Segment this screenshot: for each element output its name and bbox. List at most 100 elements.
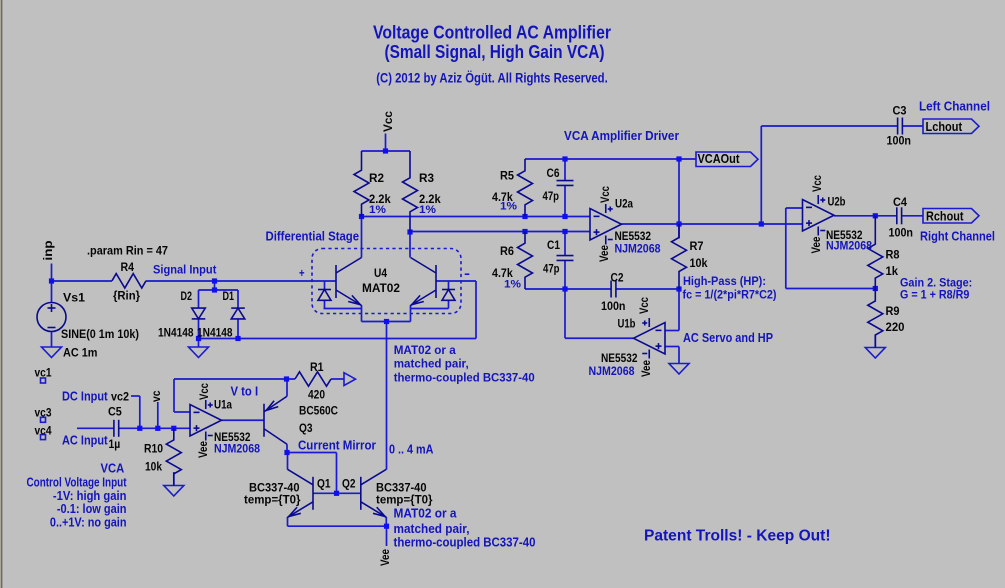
- svg-text:D1: D1: [223, 289, 235, 303]
- svg-text:U1b: U1b: [618, 317, 636, 331]
- svg-text:10k: 10k: [145, 460, 162, 474]
- svg-text:BC337-40: BC337-40: [249, 481, 300, 495]
- svg-text:U4: U4: [374, 266, 387, 280]
- svg-text:100n: 100n: [889, 226, 914, 240]
- svg-text:AC Servo and HP: AC Servo and HP: [683, 330, 773, 345]
- svg-text:AC Input: AC Input: [62, 434, 108, 448]
- svg-text:100n: 100n: [601, 299, 626, 313]
- svg-text:47p: 47p: [543, 262, 560, 276]
- svg-text:+: +: [299, 266, 305, 280]
- svg-text:47p: 47p: [543, 189, 560, 203]
- svg-text:NJM2068: NJM2068: [826, 239, 872, 253]
- svg-text:R1: R1: [310, 360, 324, 374]
- svg-text:Vcc: Vcc: [381, 111, 395, 132]
- svg-text:Rchout: Rchout: [926, 208, 964, 223]
- svg-text:D2: D2: [181, 289, 193, 303]
- svg-text:MAT02 or a: MAT02 or a: [394, 343, 456, 357]
- svg-text:Current Mirror: Current Mirror: [298, 439, 376, 453]
- svg-text:vc1: vc1: [35, 366, 52, 380]
- svg-text:4.7k: 4.7k: [492, 190, 513, 204]
- svg-text:2.2k: 2.2k: [369, 192, 391, 206]
- svg-text:thermo-coupled BC337-40: thermo-coupled BC337-40: [394, 536, 536, 550]
- svg-text:C2: C2: [611, 271, 624, 285]
- svg-text:temp={T0}: temp={T0}: [376, 493, 433, 507]
- svg-text:Vee: Vee: [196, 441, 210, 458]
- svg-text:0 .. 4 mA: 0 .. 4 mA: [389, 443, 434, 457]
- svg-text:matched pair,: matched pair,: [394, 522, 470, 536]
- svg-text:1k: 1k: [886, 264, 899, 278]
- svg-text:-1V: high gain: -1V: high gain: [53, 488, 127, 503]
- svg-text:Q2: Q2: [342, 477, 356, 491]
- svg-text:1%: 1%: [369, 204, 386, 216]
- svg-text:Control Voltage Input: Control Voltage Input: [27, 475, 128, 490]
- svg-text:Vcc: Vcc: [197, 383, 211, 400]
- svg-text:vc3: vc3: [35, 406, 52, 420]
- svg-text:Vcc: Vcc: [810, 175, 824, 192]
- svg-text:C6: C6: [547, 166, 560, 180]
- svg-text:temp={T0}: temp={T0}: [244, 493, 301, 507]
- svg-text:Vee: Vee: [597, 245, 611, 262]
- svg-text:(Small Signal, High Gain VCA): (Small Signal, High Gain VCA): [385, 41, 605, 62]
- svg-text:R7: R7: [690, 239, 704, 253]
- svg-text:-: -: [464, 266, 470, 281]
- svg-text:1N4148: 1N4148: [158, 326, 194, 340]
- svg-text:0..+1V: no gain: 0..+1V: no gain: [50, 515, 127, 530]
- svg-text:VCA Amplifier Driver: VCA Amplifier Driver: [564, 129, 679, 143]
- svg-text:R8: R8: [886, 248, 900, 262]
- svg-text:NE5532: NE5532: [214, 430, 251, 444]
- svg-text:High-Pass (HP):: High-Pass (HP):: [683, 274, 766, 288]
- svg-text:1N4148: 1N4148: [197, 326, 233, 340]
- svg-text:VCA: VCA: [101, 461, 125, 476]
- svg-text:inp: inp: [41, 241, 55, 261]
- svg-text:BC337-40: BC337-40: [376, 481, 427, 495]
- svg-text:NJM2068: NJM2068: [589, 364, 635, 378]
- svg-text:AC 1m: AC 1m: [63, 346, 98, 360]
- svg-text:Vee: Vee: [639, 360, 653, 377]
- svg-text:thermo-coupled BC337-40: thermo-coupled BC337-40: [394, 371, 535, 385]
- svg-text:Vee: Vee: [378, 549, 392, 566]
- svg-text:R5: R5: [500, 169, 514, 183]
- svg-text:NE5532: NE5532: [615, 229, 652, 243]
- svg-text:Q1: Q1: [317, 477, 331, 491]
- svg-text:C1: C1: [547, 238, 560, 252]
- svg-text:SINE(0 1m 10k): SINE(0 1m 10k): [61, 327, 139, 341]
- svg-text:BC560C: BC560C: [299, 404, 338, 418]
- svg-text:Vcc: Vcc: [637, 297, 651, 314]
- svg-text:R10: R10: [144, 442, 163, 456]
- svg-text:MAT02: MAT02: [362, 281, 400, 295]
- svg-text:Vs1: Vs1: [63, 291, 85, 305]
- svg-text:VCAOut: VCAOut: [698, 151, 741, 166]
- svg-text:1%: 1%: [500, 201, 517, 213]
- svg-text:-0.1: low gain: -0.1: low gain: [57, 501, 127, 516]
- svg-text:1%: 1%: [504, 279, 521, 291]
- svg-text:1%: 1%: [419, 204, 436, 216]
- svg-text:220: 220: [886, 320, 905, 334]
- svg-text:2.2k: 2.2k: [419, 192, 441, 206]
- svg-text:NJM2068: NJM2068: [615, 242, 661, 256]
- svg-text:vc: vc: [149, 390, 163, 402]
- svg-text:420: 420: [308, 388, 325, 402]
- svg-text:10k: 10k: [690, 256, 708, 270]
- svg-text:NE5532: NE5532: [826, 228, 863, 242]
- svg-text:R3: R3: [419, 171, 434, 185]
- svg-text:R9: R9: [886, 304, 900, 318]
- svg-text:R4: R4: [121, 260, 135, 274]
- svg-text:V to I: V to I: [231, 385, 259, 399]
- svg-text:Differential Stage: Differential Stage: [266, 230, 360, 244]
- svg-text:1µ: 1µ: [109, 437, 121, 451]
- svg-text:G = 1 + R8/R9: G = 1 + R8/R9: [900, 288, 970, 302]
- svg-text:Gain 2. Stage:: Gain 2. Stage:: [900, 276, 972, 290]
- svg-text:NJM2068: NJM2068: [214, 442, 260, 456]
- svg-text:{Rin}: {Rin}: [113, 289, 140, 303]
- svg-text:Right Channel: Right Channel: [920, 230, 995, 244]
- svg-text:matched pair,: matched pair,: [394, 357, 469, 371]
- svg-text:vc4: vc4: [35, 424, 52, 438]
- svg-text:.param Rin = 47: .param Rin = 47: [87, 244, 168, 258]
- svg-text:vc2: vc2: [111, 390, 129, 404]
- svg-text:R6: R6: [500, 244, 514, 258]
- svg-text:Signal Input: Signal Input: [153, 263, 216, 277]
- svg-text:100n: 100n: [887, 134, 912, 148]
- svg-text:Patent Trolls! - Keep Out!: Patent Trolls! - Keep Out!: [644, 528, 831, 545]
- svg-text:fc = 1/(2*pi*R7*C2): fc = 1/(2*pi*R7*C2): [683, 288, 777, 302]
- svg-text:Voltage Controlled AC Amplifie: Voltage Controlled AC Amplifier: [373, 22, 611, 43]
